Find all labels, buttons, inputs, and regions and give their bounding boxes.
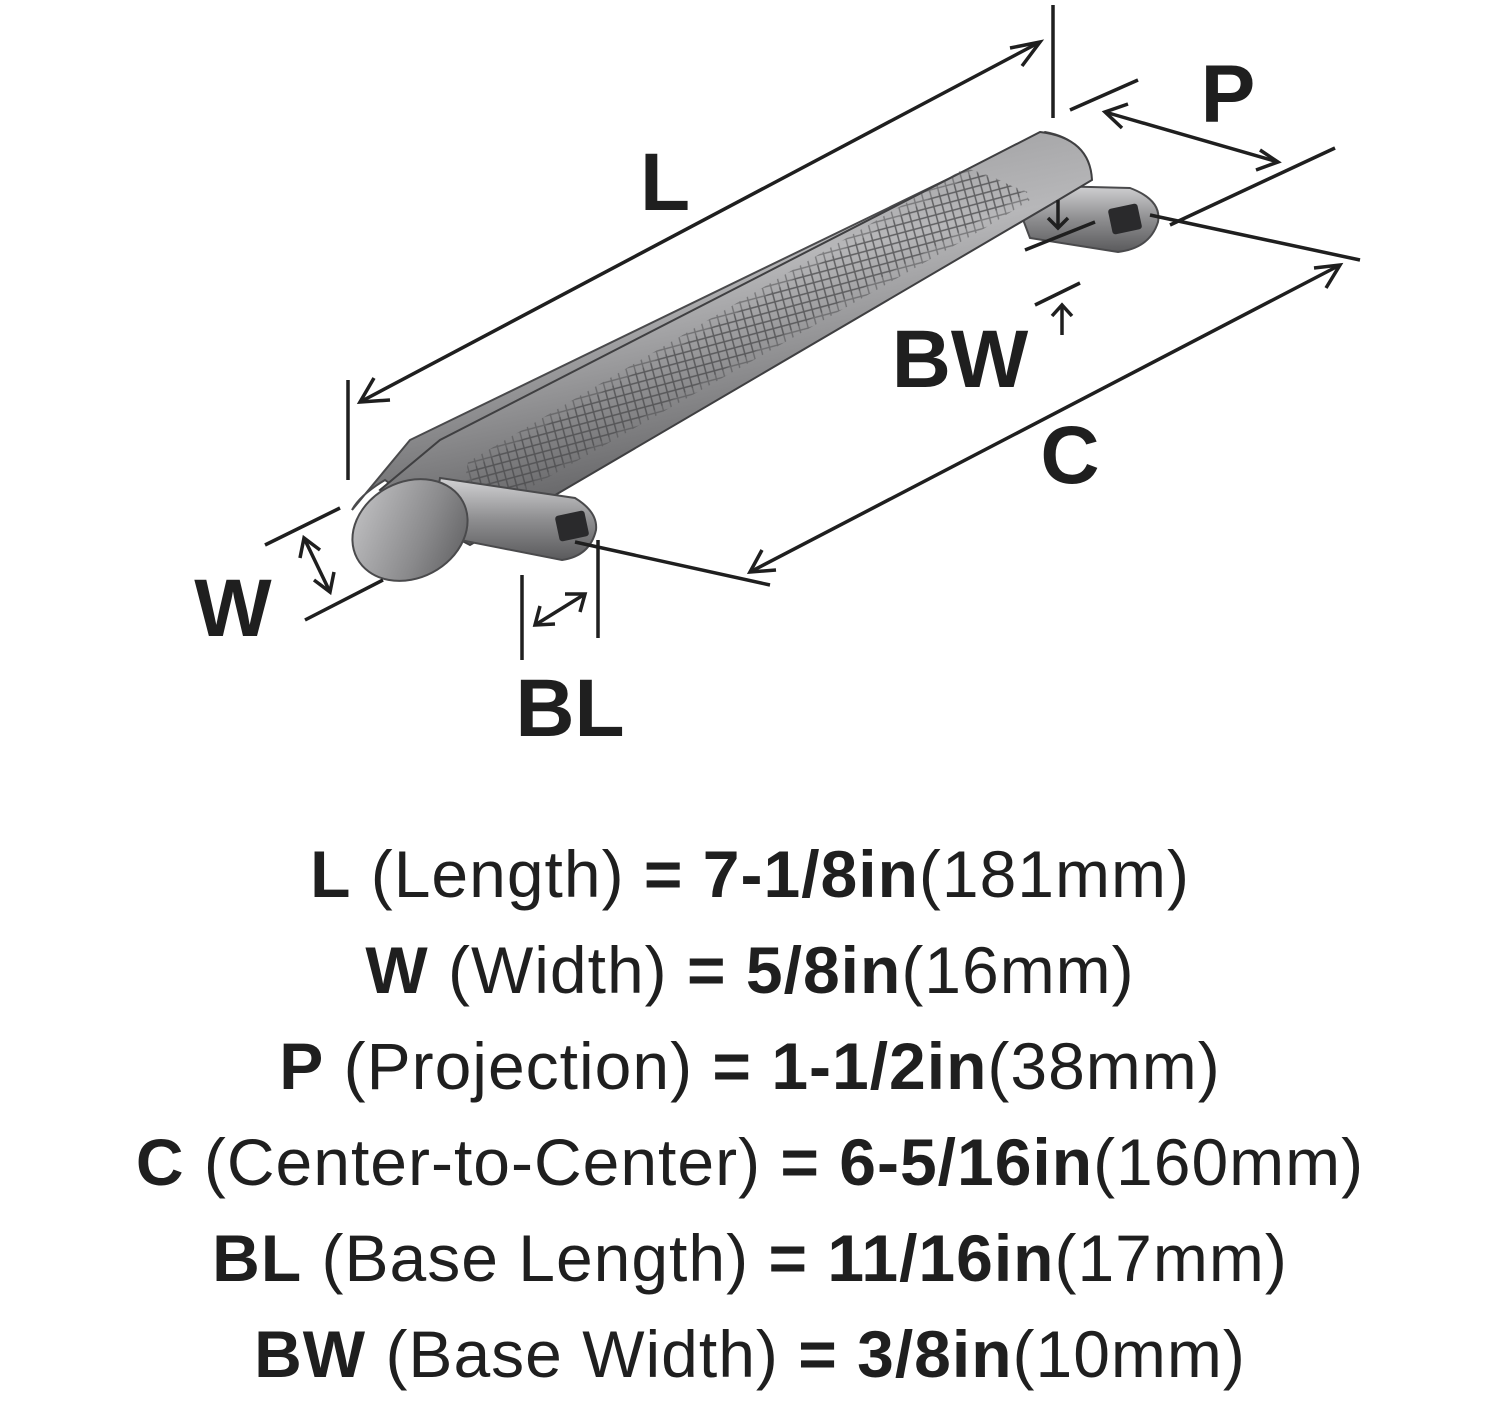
label-projection: P [1201, 49, 1256, 140]
spec-symbol: BL [212, 1221, 303, 1295]
spec-width: W (Width) = 5/8in(16mm) [0, 922, 1500, 1018]
spec-projection: P (Projection) = 1-1/2in(38mm) [0, 1018, 1500, 1114]
spec-equals: = [768, 1221, 808, 1295]
spec-imperial: 1-1/2in [771, 1029, 988, 1103]
label-base-length: BL [515, 663, 624, 754]
spec-name: (Base Length) [321, 1221, 750, 1295]
label-width: W [194, 563, 272, 654]
spec-metric: (38mm) [987, 1029, 1221, 1103]
spec-name: (Base Width) [385, 1317, 779, 1391]
label-base-width: BW [892, 314, 1029, 405]
spec-equals: = [643, 837, 684, 911]
spec-symbol: BW [254, 1317, 367, 1391]
spec-equals: = [780, 1125, 820, 1199]
spec-metric: (10mm) [1012, 1317, 1246, 1391]
spec-imperial: 3/8in [857, 1317, 1013, 1391]
spec-imperial: 11/16in [827, 1221, 1055, 1295]
label-length: L [640, 137, 690, 228]
pull-dimension-diagram: L P BW C W BL [194, 5, 1361, 754]
spec-equals: = [712, 1029, 752, 1103]
front-screw-hole [555, 510, 589, 542]
spec-base-width: BW (Base Width) = 3/8in(10mm) [0, 1306, 1500, 1402]
spec-imperial: 5/8in [745, 933, 902, 1007]
spec-imperial: 7-1/8in [702, 837, 919, 911]
spec-metric: (17mm) [1054, 1221, 1288, 1295]
end-cap [351, 478, 469, 582]
spec-name: (Projection) [343, 1029, 694, 1103]
spec-equals: = [798, 1317, 838, 1391]
spec-equals: = [687, 933, 727, 1007]
dimension-spec-list: L (Length) = 7-1/8in(181mm) W (Width) = … [0, 826, 1500, 1402]
label-center-to-center: C [1040, 410, 1099, 501]
dimension-lines [264, 5, 1361, 660]
spec-center-to-center: C (Center-to-Center) = 6-5/16in(160mm) [0, 1114, 1500, 1210]
rear-screw-hole [1108, 203, 1142, 235]
spec-name: (Width) [448, 933, 668, 1007]
spec-metric: (16mm) [901, 933, 1135, 1007]
spec-symbol: C [135, 1125, 185, 1199]
spec-imperial: 6-5/16in [839, 1125, 1094, 1199]
cabinet-pull-illustration [351, 130, 1160, 582]
spec-length: L (Length) = 7-1/8in(181mm) [0, 826, 1500, 922]
spec-metric: (181mm) [918, 837, 1190, 911]
spec-name: (Center-to-Center) [203, 1125, 762, 1199]
spec-symbol: L [310, 837, 352, 911]
spec-symbol: P [279, 1029, 325, 1103]
spec-metric: (160mm) [1093, 1125, 1365, 1199]
spec-base-length: BL (Base Length) = 11/16in(17mm) [0, 1210, 1500, 1306]
spec-name: (Length) [370, 837, 625, 911]
spec-symbol: W [365, 933, 429, 1007]
knurled-grip-overlay [465, 168, 1030, 522]
